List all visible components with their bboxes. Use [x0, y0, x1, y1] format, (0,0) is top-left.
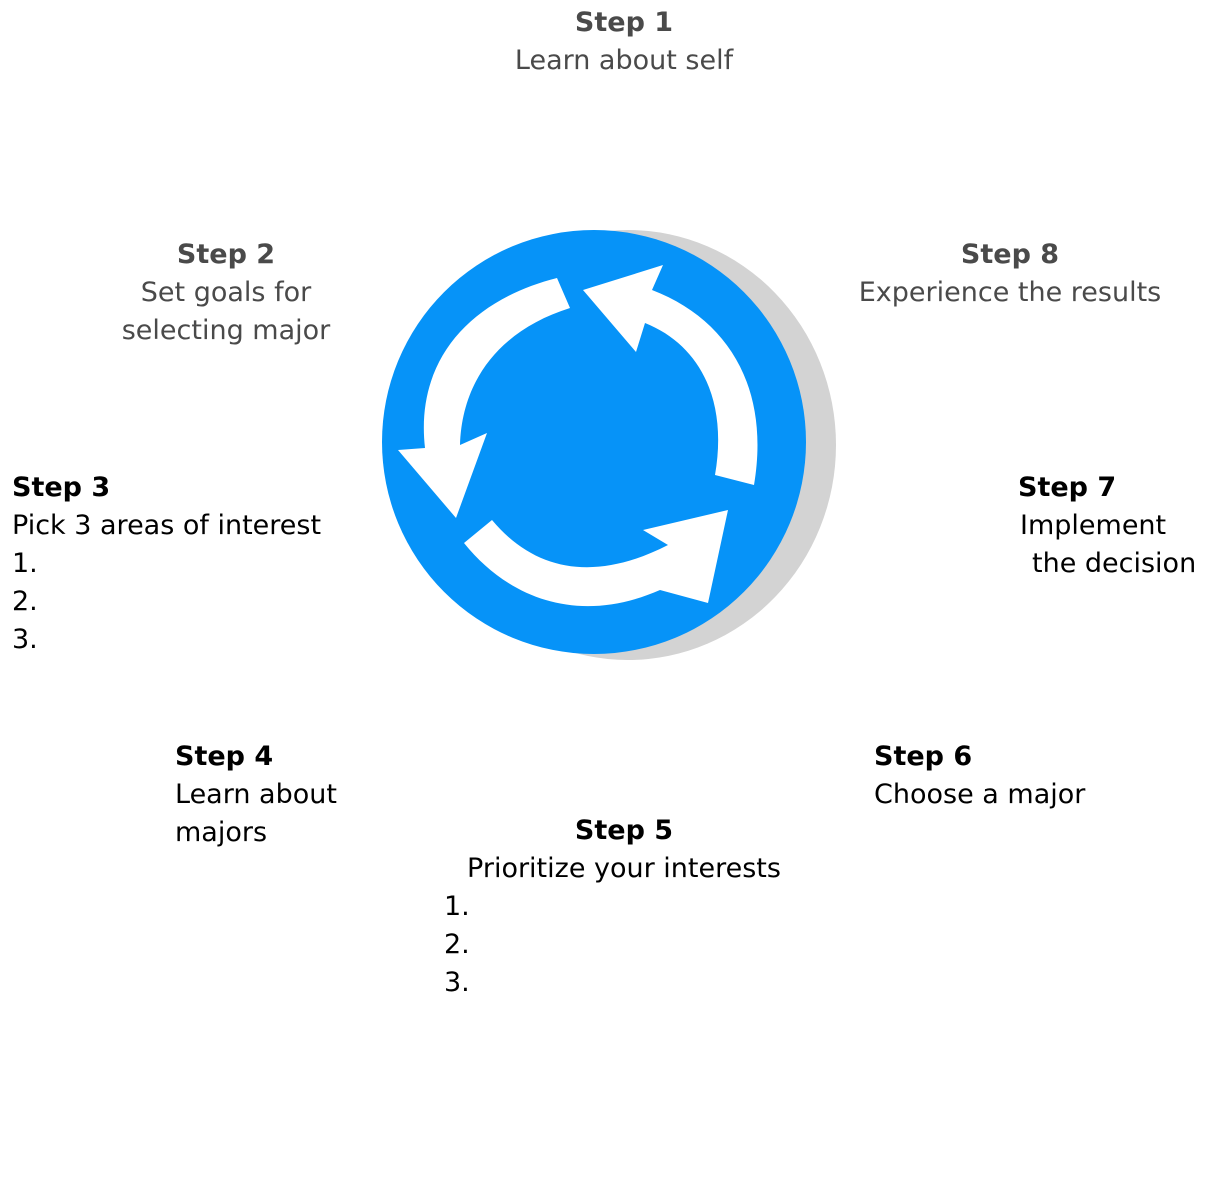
step-2-desc-line2: selecting major: [121, 315, 331, 346]
step-8: Step 8 Experience the results: [810, 236, 1207, 312]
step-7: Step 7 Implement the decision: [1000, 469, 1207, 583]
step-8-desc: Experience the results: [858, 277, 1162, 308]
step-3-item-3: 3.: [12, 624, 38, 655]
step-4-desc-line2: majors: [175, 817, 268, 848]
step-2-title: Step 2: [176, 239, 276, 270]
step-3: Step 3 Pick 3 areas of interest 1. 2. 3.: [12, 469, 392, 659]
step-3-title: Step 3: [12, 472, 111, 503]
step-1: Step 1 Learn about self: [424, 4, 824, 80]
step-7-title: Step 7: [1018, 472, 1117, 503]
step-5-item-3: 3.: [444, 967, 470, 998]
step-4-title: Step 4: [175, 741, 274, 772]
step-6-desc: Choose a major: [874, 779, 1086, 810]
step-5-desc: Prioritize your interests: [467, 853, 781, 884]
cycle-arrows-icon: [382, 230, 836, 660]
step-7-desc-line2: the decision: [1032, 548, 1197, 579]
step-1-desc: Learn about self: [514, 45, 734, 76]
step-5: Step 5 Prioritize your interests 1. 2. 3…: [424, 812, 824, 1002]
step-2: Step 2 Set goals for selecting major: [86, 236, 366, 350]
step-5-item-1: 1.: [444, 891, 470, 922]
step-3-desc: Pick 3 areas of interest: [12, 510, 322, 541]
step-5-item-2: 2.: [444, 929, 470, 960]
arrow-left: [398, 278, 570, 518]
step-6-title: Step 6: [874, 741, 973, 772]
step-3-item-2: 2.: [12, 586, 38, 617]
step-4: Step 4 Learn about majors: [175, 738, 425, 852]
step-3-item-1: 1.: [12, 548, 38, 579]
step-6: Step 6 Choose a major: [874, 738, 1174, 814]
step-1-title: Step 1: [574, 7, 674, 38]
step-2-desc-line1: Set goals for: [140, 277, 312, 308]
arrow-bottom: [464, 510, 728, 607]
step-8-title: Step 8: [960, 239, 1060, 270]
arrow-right: [583, 265, 758, 485]
arrows-group: [398, 265, 758, 607]
step-7-desc-line1: Implement: [1020, 510, 1167, 541]
step-4-desc-line1: Learn about: [175, 779, 337, 810]
step-5-list: 1. 2. 3.: [424, 888, 824, 1002]
step-5-title: Step 5: [574, 815, 674, 846]
